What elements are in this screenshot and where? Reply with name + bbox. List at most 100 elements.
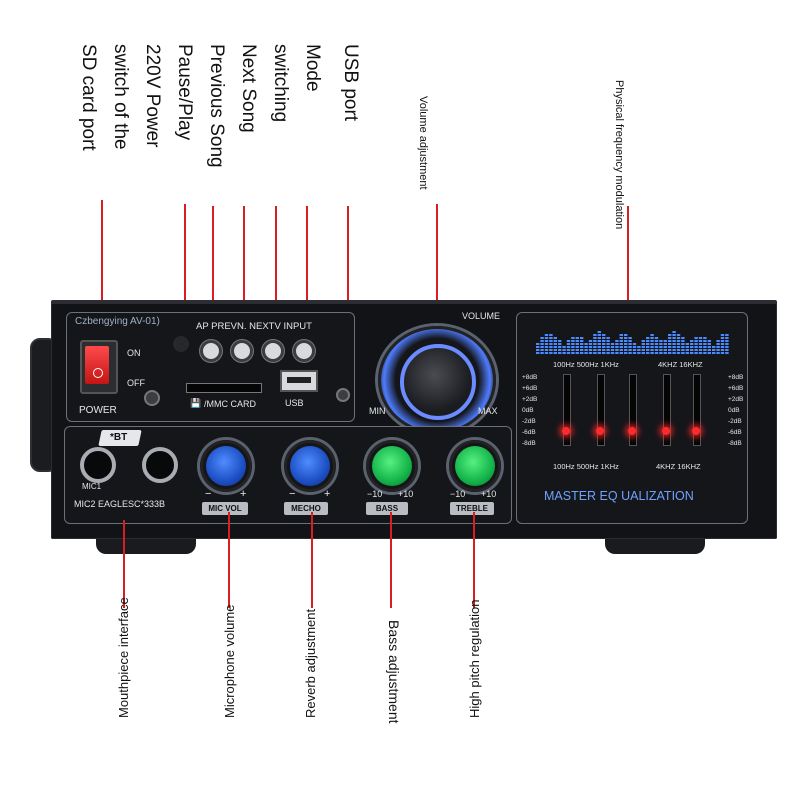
spectrum-bar-segment [602, 343, 606, 345]
db-tick-label: +6dB [728, 385, 744, 392]
spectrum-bar-segment [720, 349, 725, 351]
mic1-label: MIC1 [82, 482, 102, 491]
mic1-jack[interactable] [80, 447, 116, 483]
mic2-jack[interactable] [142, 447, 178, 483]
eq-led [628, 427, 636, 435]
spectrum-bar-segment [720, 352, 725, 354]
spectrum-bar-segment [597, 352, 601, 354]
eq-top-freq-right: 4KHZ 16KHZ [658, 360, 703, 369]
spectrum-bar-segment [672, 331, 676, 333]
mic-vol-knob[interactable] [206, 446, 246, 486]
spectrum-bar-segment [694, 343, 698, 345]
spectrum-bar-segment [566, 349, 571, 351]
spectrum-bar-segment [676, 349, 681, 351]
spectrum-bar-segment [580, 346, 584, 348]
spectrum-bar-segment [615, 346, 619, 348]
mecho-minus: − [289, 488, 296, 500]
spectrum-bar-segment [672, 340, 676, 342]
annotation-mic-volume: Microphone volume [222, 604, 237, 718]
spectrum-bar-segment [628, 349, 632, 351]
spectrum-bar-segment [632, 352, 637, 354]
spectrum-bar-segment [540, 343, 544, 345]
spectrum-bar-segment [624, 337, 628, 339]
spectrum-bar-segment [584, 352, 588, 354]
spectrum-bar-segment [610, 343, 615, 345]
eq-slider-100hz[interactable] [563, 374, 571, 446]
spectrum-bar-segment [650, 352, 654, 354]
treble-knob[interactable] [455, 446, 495, 486]
mic-vol-plus: + [240, 488, 247, 500]
spectrum-bar-segment [681, 352, 685, 354]
spectrum-bar-segment [571, 337, 575, 339]
panel-screw [336, 388, 350, 402]
next-song-button[interactable] [262, 340, 284, 362]
bass-knob[interactable] [372, 446, 412, 486]
spectrum-bar-segment [720, 343, 725, 345]
spectrum-bar-segment [650, 349, 654, 351]
spectrum-bar-segment [615, 343, 619, 345]
spectrum-bar-segment [580, 343, 584, 345]
spectrum-bar-segment [712, 349, 716, 351]
spectrum-bar-segment [663, 349, 667, 351]
usb-port[interactable] [280, 370, 318, 392]
spectrum-bar-segment [685, 343, 689, 345]
spectrum-bar-segment [575, 352, 579, 354]
eq-slider-500hz[interactable] [597, 374, 605, 446]
spectrum-bar-segment [575, 337, 579, 339]
spectrum-bar-segment [672, 337, 676, 339]
spectrum-bar-segment [536, 343, 540, 345]
pause-play-button[interactable] [200, 340, 222, 362]
spectrum-bar-segment [588, 349, 593, 351]
previous-song-button[interactable] [231, 340, 253, 362]
spectrum-bar-segment [707, 349, 711, 351]
spectrum-bar-segment [725, 334, 729, 336]
spectrum-bar-segment [606, 346, 610, 348]
spectrum-bar-segment [650, 340, 654, 342]
volume-knob[interactable] [400, 344, 476, 420]
annotation-physical-frequency: Physical frequency modulation [613, 80, 625, 230]
spectrum-bar-segment [659, 352, 663, 354]
spectrum-bar-segment [668, 334, 672, 336]
spectrum-bar-segment [580, 337, 584, 339]
model-label: Czbengying AV-01) [75, 316, 160, 327]
eq-slider-1khz[interactable] [629, 374, 637, 446]
spectrum-bar-segment [668, 343, 672, 345]
spectrum-bar-segment [549, 349, 553, 351]
bass-plus10: +10 [398, 489, 414, 499]
spectrum-bar-segment [663, 352, 667, 354]
db-tick-label: -6dB [522, 429, 536, 436]
mode-button[interactable] [293, 340, 315, 362]
eq-slider-4khz[interactable] [663, 374, 671, 446]
spectrum-bar-segment [681, 340, 685, 342]
treble-plus10: +10 [481, 489, 497, 499]
spectrum-bar-segment [619, 340, 623, 342]
eq-led [596, 427, 604, 435]
spectrum-bar-segment [641, 349, 645, 351]
spectrum-bar-segment [540, 337, 544, 339]
spectrum-bar-segment [544, 334, 549, 336]
spectrum-bar-segment [676, 352, 681, 354]
spectrum-bar-segment [654, 349, 659, 351]
sd-card-slot[interactable] [186, 383, 262, 393]
spectrum-bar-segment [703, 340, 707, 342]
spectrum-bar-segment [641, 352, 645, 354]
spectrum-bar-segment [562, 352, 566, 354]
sd-card-label: /MMC CARD [204, 399, 256, 409]
spectrum-bar-segment [725, 340, 729, 342]
bass-ring [366, 440, 418, 492]
mic-vol-tag: MIC VOL [202, 502, 248, 515]
spectrum-bar-segment [624, 340, 628, 342]
power-switch[interactable] [85, 346, 109, 384]
spectrum-bar-segment [624, 349, 628, 351]
spectrum-bar-segment [703, 343, 707, 345]
treble-minus10: −10 [450, 489, 466, 499]
leader-line [306, 206, 308, 318]
spectrum-bar-segment [553, 352, 557, 354]
spectrum-bar-segment [602, 337, 606, 339]
eq-slider-16khz[interactable] [693, 374, 701, 446]
spectrum-bar-segment [593, 337, 597, 339]
mecho-knob[interactable] [290, 446, 330, 486]
spectrum-bar-segment [606, 352, 610, 354]
spectrum-bar-segment [668, 349, 672, 351]
spectrum-bar-segment [659, 340, 663, 342]
